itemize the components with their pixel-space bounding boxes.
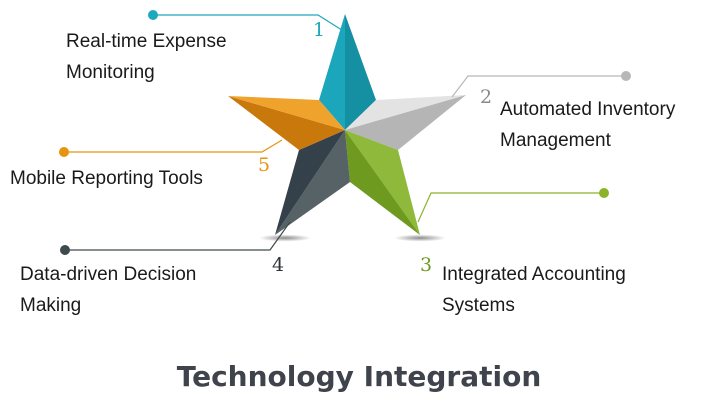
star-point-2 xyxy=(345,95,466,150)
label-2-line-1: Automated Inventory xyxy=(500,99,676,120)
label-mobile-reporting-tools: Mobile Reporting Tools xyxy=(10,168,203,189)
shadow-right-point xyxy=(394,234,446,242)
label-3-line-2: Systems xyxy=(442,295,515,316)
connector-1 xyxy=(148,10,346,33)
label-1-line-1: Real-time Expense xyxy=(66,31,227,52)
connector-5 xyxy=(59,139,283,157)
star-point-3 xyxy=(345,130,420,235)
dot-2 xyxy=(621,71,631,81)
number-3: 3 xyxy=(420,254,433,276)
number-2: 2 xyxy=(480,86,493,108)
label-3-line-1: Integrated Accounting xyxy=(442,264,626,285)
label-data-driven-decision-making: Data-driven Decision Making xyxy=(20,259,196,321)
dot-1 xyxy=(148,10,158,20)
label-real-time-expense-monitoring: Real-time Expense Monitoring xyxy=(66,26,227,88)
star-point-5 xyxy=(228,96,345,150)
shadow-left-point xyxy=(259,234,311,242)
number-4: 4 xyxy=(272,254,285,276)
label-4-line-2: Making xyxy=(20,295,82,316)
star-point-4 xyxy=(275,130,350,235)
label-integrated-accounting-systems: Integrated Accounting Systems xyxy=(442,259,626,321)
label-2-line-2: Management xyxy=(500,130,611,151)
dot-4 xyxy=(60,245,70,255)
diagram-title: Technology Integration xyxy=(176,360,542,393)
number-1: 1 xyxy=(313,19,326,41)
number-5: 5 xyxy=(258,154,271,176)
label-4-line-1: Data-driven Decision xyxy=(20,264,197,285)
connector-3 xyxy=(417,188,609,223)
label-1-line-2: Monitoring xyxy=(66,62,155,83)
star-point-1 xyxy=(319,14,376,130)
label-automated-inventory-management: Automated Inventory Management xyxy=(500,94,675,156)
dot-5 xyxy=(59,147,69,157)
connector-2 xyxy=(451,71,631,98)
dot-3 xyxy=(599,188,609,198)
connector-4 xyxy=(60,221,291,255)
